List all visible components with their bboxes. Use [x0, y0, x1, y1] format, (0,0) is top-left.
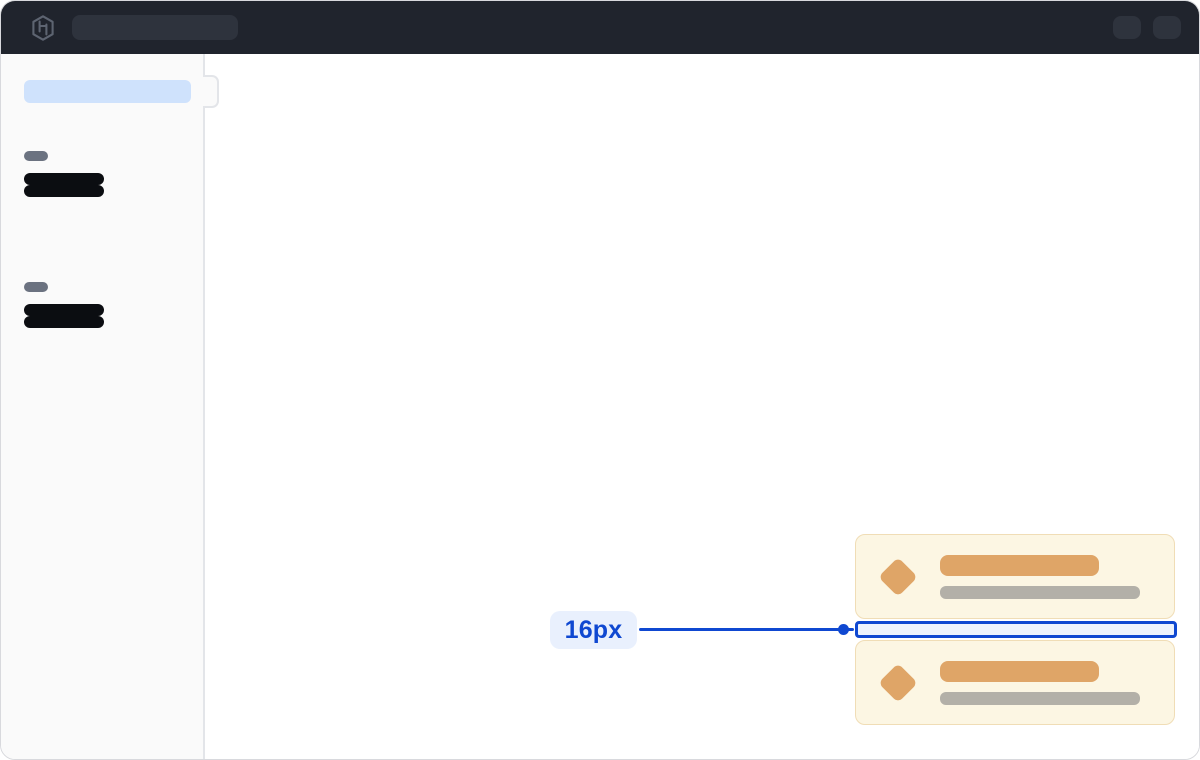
card-text-placeholders — [940, 660, 1140, 705]
diamond-icon — [878, 662, 918, 703]
sidebar-item[interactable] — [24, 185, 104, 197]
measure-dot — [838, 624, 849, 635]
spacing-measure-label: 16px — [550, 611, 637, 649]
help-button[interactable] — [1113, 16, 1141, 39]
card-text-placeholders — [940, 554, 1140, 599]
card-subtitle-placeholder — [940, 691, 1140, 705]
diamond-icon — [878, 556, 918, 597]
sidebar-section-label — [24, 151, 48, 161]
topbar — [1, 1, 1199, 54]
cards-stack — [855, 534, 1177, 725]
sidebar-group-2 — [24, 282, 203, 328]
card-title-placeholder — [940, 554, 1099, 576]
main-content: 16px — [205, 54, 1199, 759]
sidebar-active-item[interactable] — [24, 80, 191, 103]
card — [855, 640, 1175, 725]
gap-highlight-16px — [855, 621, 1177, 638]
sidebar — [1, 54, 205, 759]
sidebar-collapse-tab[interactable] — [203, 75, 219, 108]
user-menu-button[interactable] — [1153, 16, 1181, 39]
search-input[interactable] — [72, 15, 238, 40]
sidebar-item[interactable] — [24, 316, 104, 328]
sidebar-item[interactable] — [24, 304, 104, 316]
topbar-actions — [1113, 16, 1181, 39]
measure-line — [639, 628, 854, 631]
app-body: 16px — [1, 54, 1199, 759]
sidebar-item[interactable] — [24, 173, 104, 185]
card-subtitle-placeholder — [940, 585, 1140, 599]
card — [855, 534, 1175, 619]
card-title-placeholder — [940, 660, 1099, 682]
sidebar-section-label — [24, 282, 48, 292]
hashicorp-logo-icon — [32, 14, 54, 41]
sidebar-group-1 — [24, 151, 203, 197]
